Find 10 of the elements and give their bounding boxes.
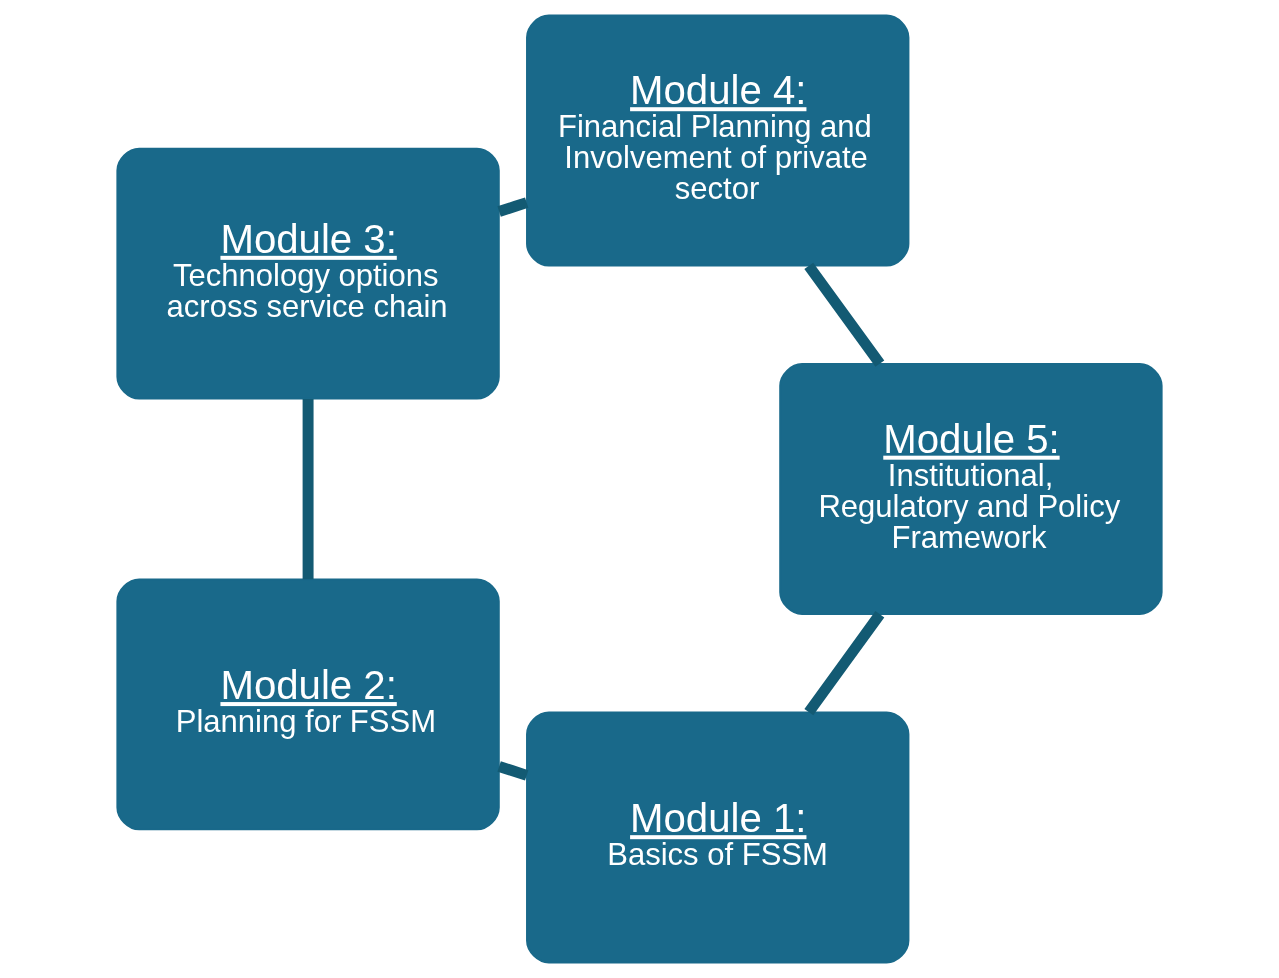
node-box: Module 3: Technology options across service chain — [116, 147, 500, 400]
connector — [804, 611, 885, 716]
node-box: Module 4: Financial Planning and Involvement of private sector — [526, 14, 910, 267]
node-box: Module 1: Basics of FSSM — [526, 711, 910, 964]
connector — [804, 262, 885, 367]
connector — [302, 399, 314, 580]
connector — [497, 197, 529, 217]
node-box: Module 2: Planning for FSSM — [116, 578, 500, 831]
connector — [497, 761, 529, 781]
node-box: Module 5: Institutional, Regulatory and Policy Framework — [779, 363, 1163, 615]
